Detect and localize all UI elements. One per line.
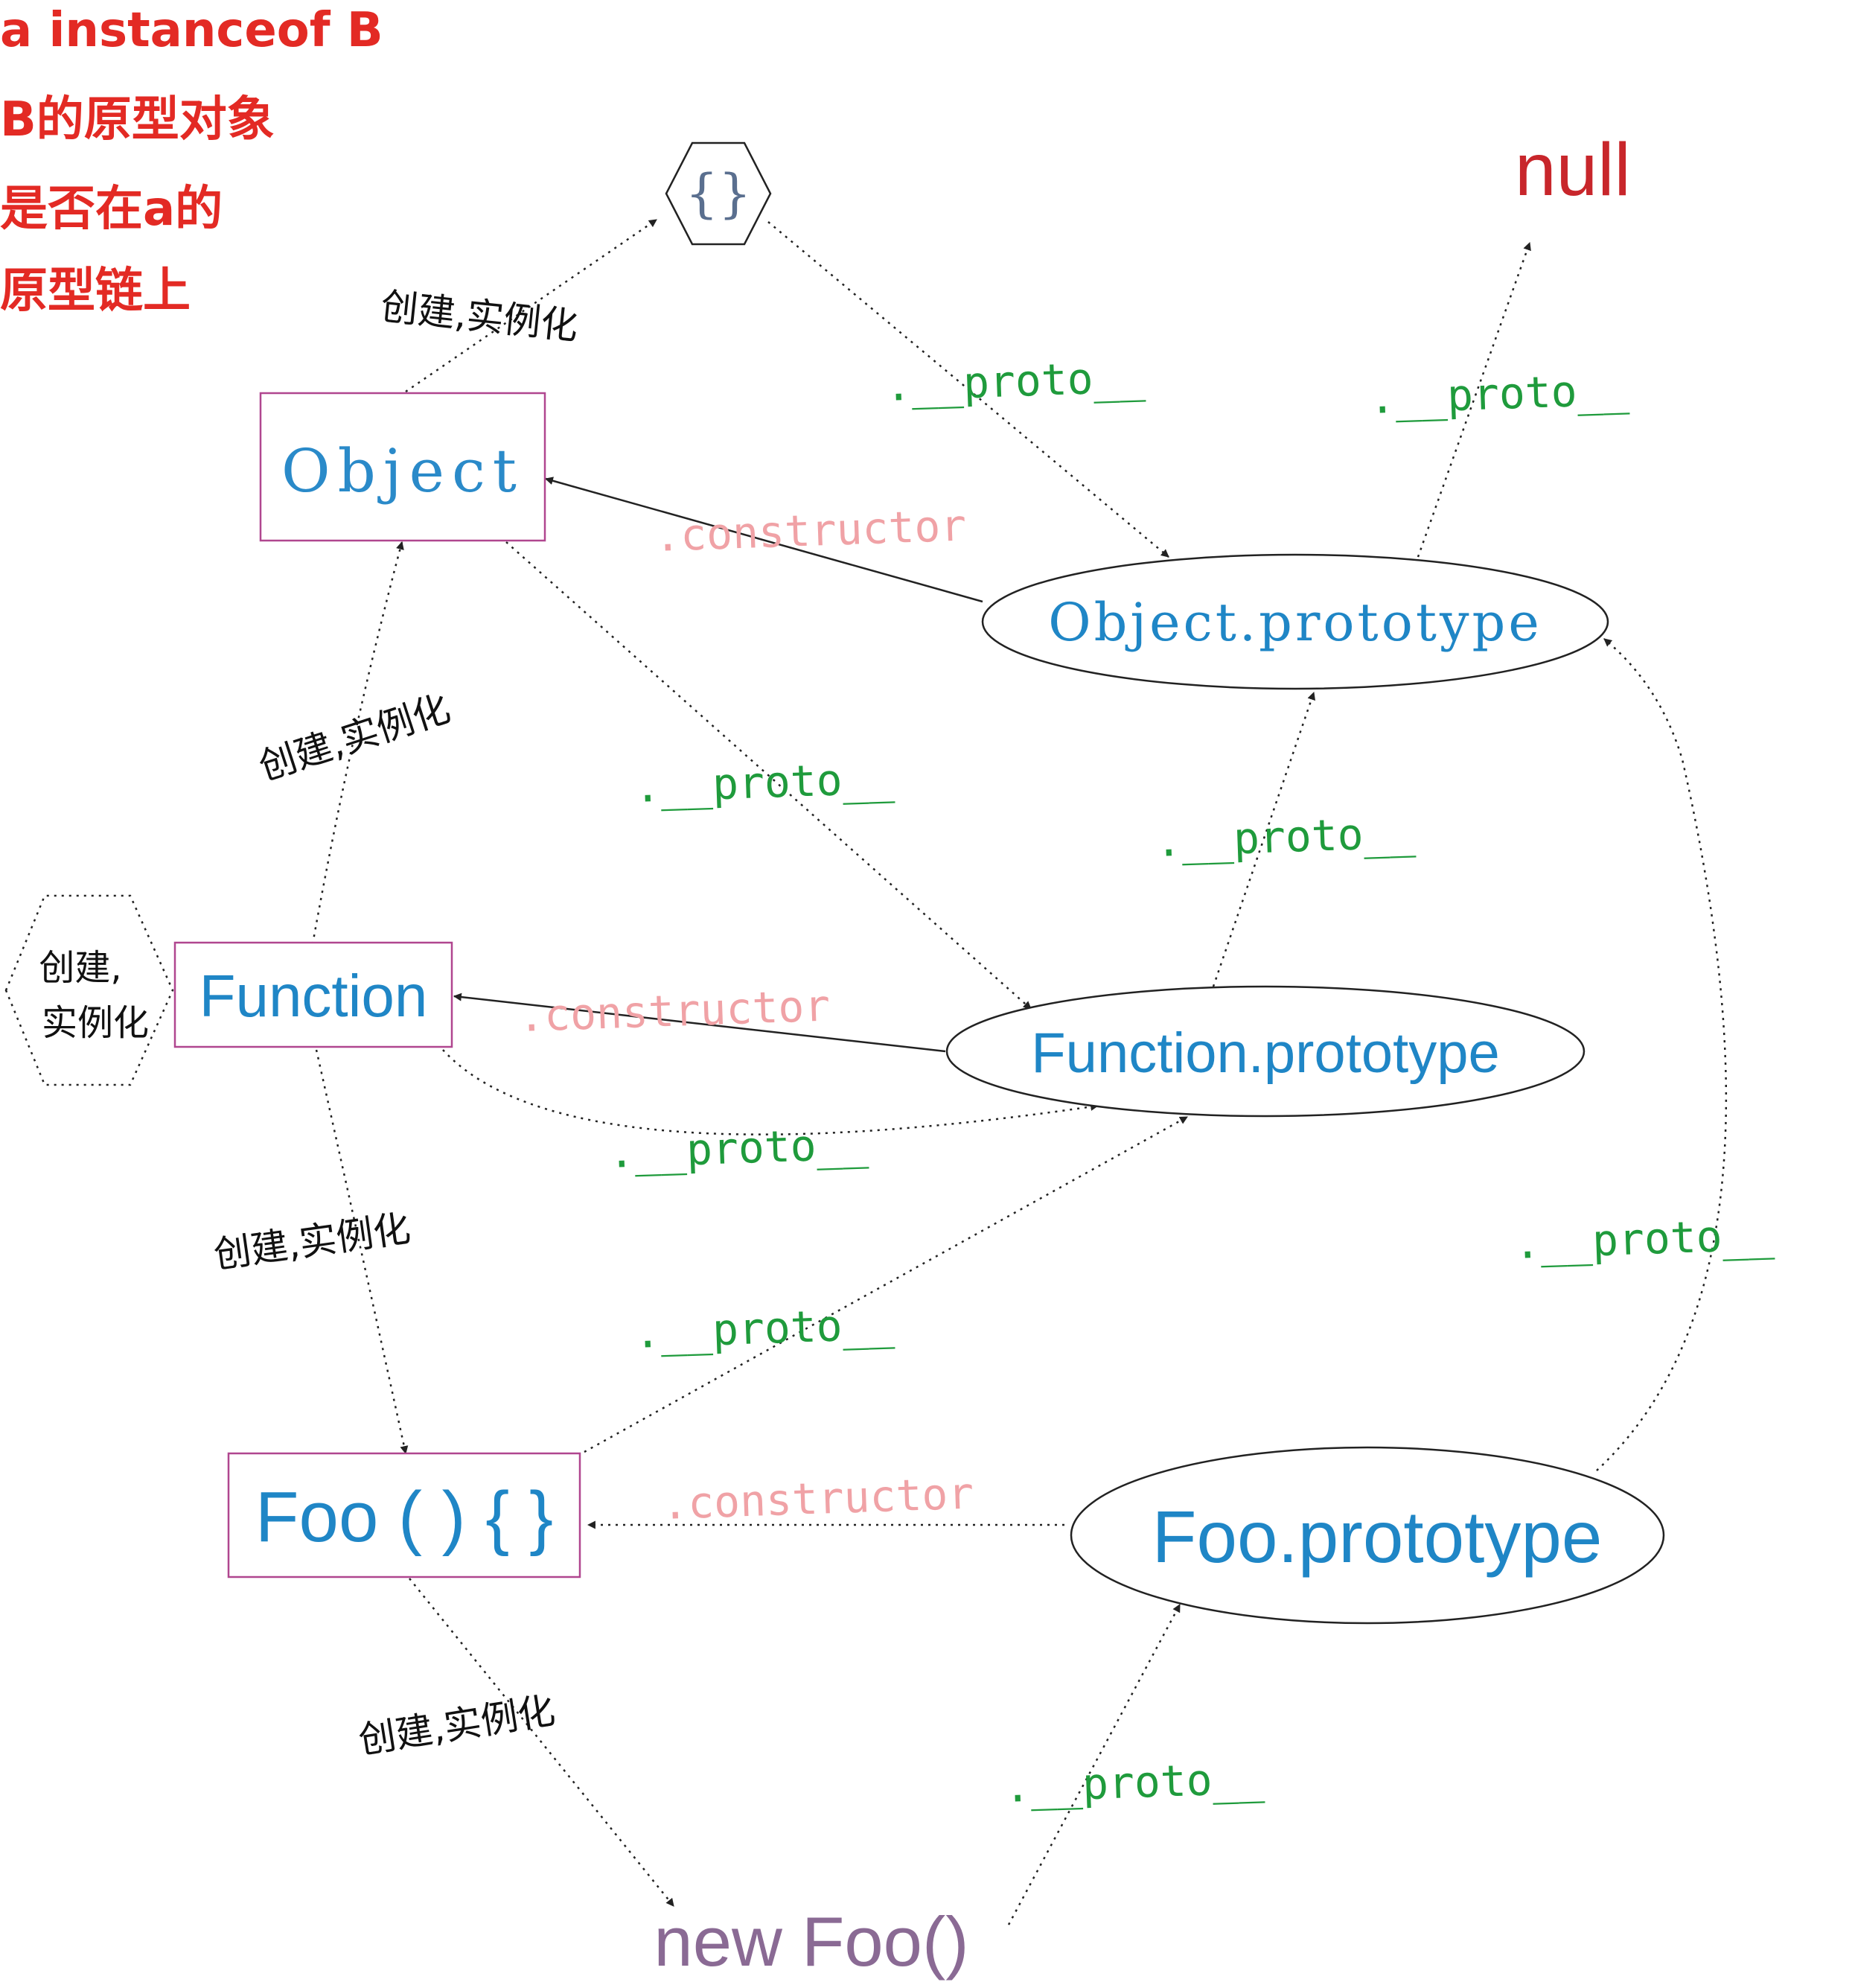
proto-labels: .__proto__ .__proto__ .__proto__ .__prot… xyxy=(607,351,1775,1812)
title-note-line-1: a instanceof B xyxy=(0,3,383,58)
foo-label: Foo ( ) { } xyxy=(255,1477,553,1557)
self-create-line-1: 创建, xyxy=(39,947,121,989)
object-label: Object xyxy=(281,436,524,506)
proto-label-new-foo: .__proto__ xyxy=(1003,1753,1265,1812)
function-prototype-ellipse xyxy=(945,985,1586,1118)
foo-prototype-label: Foo.prototype xyxy=(1152,1496,1603,1578)
constructor-label-object: .constructor xyxy=(654,500,967,561)
edge-object-to-literal xyxy=(405,218,657,393)
foo-prototype-node: Foo.prototype xyxy=(1070,1446,1665,1625)
edge-foo-to-function-prototype xyxy=(584,1115,1188,1453)
function-node: Function xyxy=(173,941,453,1048)
function-prototype-label: Function.prototype xyxy=(1031,1022,1500,1085)
edges xyxy=(311,218,1728,1925)
constructor-label-function: .constructor xyxy=(517,980,831,1042)
object-node: Object xyxy=(259,392,546,542)
object-literal-node: {} xyxy=(665,141,772,246)
title-note: a instanceof B B的原型对象 是否在a的 原型链上 xyxy=(0,3,383,319)
function-prototype-node: Function.prototype xyxy=(945,985,1586,1118)
self-create-hexagon xyxy=(4,894,174,1086)
edge-literal-to-object-prototype xyxy=(767,221,1169,558)
edge-function-prototype-constructor xyxy=(453,993,946,1053)
constructor-labels: .constructor .constructor .constructor xyxy=(517,500,974,1529)
edge-foo-prototype-to-object-prototype xyxy=(1596,638,1728,1471)
proto-label-foo-prototype-object-prototype: .__proto__ xyxy=(1513,1209,1775,1269)
create-label-object-literal: 创建,实例化 xyxy=(379,284,581,348)
proto-label-function-self: .__proto__ xyxy=(607,1118,869,1178)
object-literal-label: {} xyxy=(685,163,751,224)
function-label: Function xyxy=(199,963,428,1029)
self-create-line-2: 实例化 xyxy=(42,1002,149,1044)
foo-prototype-ellipse xyxy=(1070,1446,1665,1625)
new-foo-label: new Foo() xyxy=(654,1902,968,1981)
title-note-line-3: 是否在a的 xyxy=(0,182,223,237)
edge-object-to-function-prototype xyxy=(505,541,1032,1010)
create-label-function-object: 创建,实例化 xyxy=(254,686,456,788)
create-label-function-foo: 创建,实例化 xyxy=(211,1206,413,1276)
title-note-line-4: 原型链上 xyxy=(0,264,191,319)
object-box xyxy=(259,392,546,542)
function-self-create-node: 创建, 实例化 xyxy=(4,894,174,1086)
edge-function-to-foo xyxy=(315,1049,409,1455)
constructor-label-foo: .constructor xyxy=(661,1468,974,1529)
create-label-foo-new-foo: 创建,实例化 xyxy=(356,1689,558,1762)
edge-foo-to-new-foo xyxy=(409,1578,674,1907)
object-prototype-node: Object.prototype xyxy=(981,553,1609,690)
object-prototype-ellipse xyxy=(981,553,1609,690)
foo-box xyxy=(227,1452,581,1578)
object-prototype-label: Object.prototype xyxy=(1048,592,1542,653)
proto-label-literal: .__proto__ xyxy=(884,351,1146,411)
edge-object-prototype-constructor xyxy=(544,477,983,603)
foo-node: Foo ( ) { } xyxy=(227,1452,581,1578)
null-label: null xyxy=(1515,128,1631,211)
proto-label-object-function-prototype: .__proto__ xyxy=(633,753,895,812)
edge-function-to-function-prototype xyxy=(442,1049,1099,1135)
proto-label-function-prototype-object-prototype: .__proto__ xyxy=(1155,807,1416,867)
edge-new-foo-to-foo-prototype xyxy=(1007,1604,1181,1925)
proto-label-foo-function-prototype: .__proto__ xyxy=(633,1299,895,1358)
function-box xyxy=(173,941,453,1048)
object-literal-hexagon xyxy=(665,141,772,246)
title-note-line-2: B的原型对象 xyxy=(0,92,275,147)
proto-label-object-prototype-null: .__proto__ xyxy=(1368,364,1629,424)
